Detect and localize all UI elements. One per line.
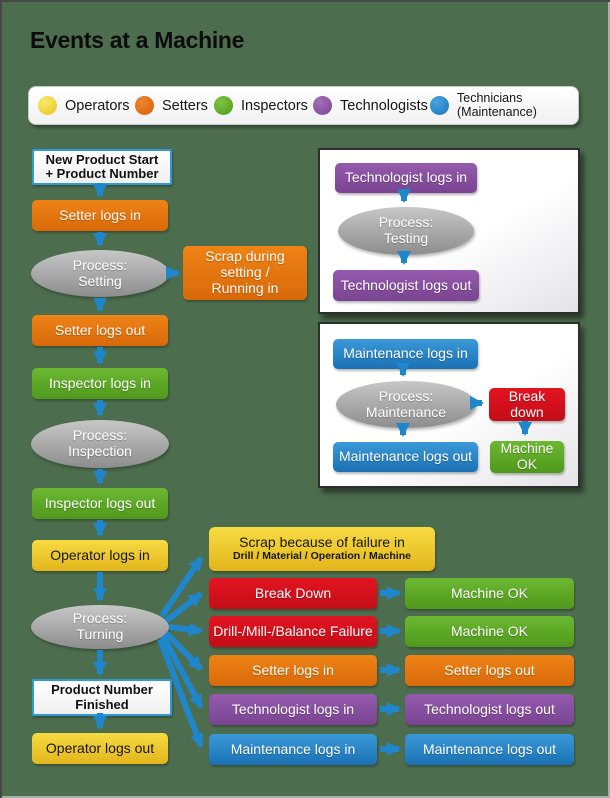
node-setter-logs-in-row: Setter logs in [209,655,377,686]
legend-item-operators: Operators [38,87,129,124]
node-inspector-logs-out: Inspector logs out [32,488,168,519]
node-process-maintenance: Process: Maintenance [336,381,476,428]
technologists-color-dot-icon [313,96,332,115]
node-technologist-logs-out-row: Technologist logs out [405,694,574,725]
node-machine-ok: Machine OK [490,440,564,473]
node-product-number-finished: Product Number Finished [32,679,172,716]
node-maintenance-logs-in: Maintenance logs in [333,339,478,369]
node-break-down: Break down [489,388,565,421]
node-drill-mill-balance-failure: Drill-/Mill-/Balance Failure [209,616,377,647]
node-scrap-during-setting: Scrap during setting / Running in [183,246,307,300]
node-technologist-logs-in: Technologist logs in [335,163,477,193]
legend-label: Technologists [340,97,428,114]
legend-item-technologists: Technologists [313,87,428,124]
scrap-failure-subtitle: Drill / Material / Operation / Machine [233,550,411,563]
node-technologist-logs-out: Technologist logs out [333,270,479,301]
legend-label: Setters [162,97,208,114]
testing-panel: Technologist logs in Process: Testing Te… [318,148,580,314]
node-operator-logs-out: Operator logs out [32,733,168,764]
node-operator-logs-in: Operator logs in [32,540,168,571]
page-title: Events at a Machine [30,27,245,53]
node-process-turning: Process: Turning [31,605,169,649]
node-machine-ok-row2: Machine OK [405,616,574,647]
node-new-product-start: New Product Start + Product Number [32,149,172,185]
technicians-color-dot-icon [430,96,449,115]
node-process-inspection: Process: Inspection [31,420,169,468]
node-process-setting: Process: Setting [31,250,169,297]
node-process-testing: Process: Testing [338,207,474,255]
node-inspector-logs-in: Inspector logs in [32,368,168,399]
maintenance-panel: Maintenance logs in Process: Maintenance… [318,322,580,488]
node-setter-logs-out: Setter logs out [32,315,168,346]
setters-color-dot-icon [135,96,154,115]
node-maintenance-logs-in-row: Maintenance logs in [209,734,377,765]
legend-bar: Operators Setters Inspectors Technologis… [28,86,579,125]
legend-item-technicians: Technicians (Maintenance) [430,87,537,124]
legend-label: Inspectors [241,97,308,114]
node-setter-logs-in: Setter logs in [32,200,168,231]
legend-label: Technicians (Maintenance) [457,91,537,119]
legend-item-setters: Setters [135,87,208,124]
scrap-failure-title: Scrap because of failure in [239,533,405,550]
arrow [168,622,203,637]
inspectors-color-dot-icon [214,96,233,115]
node-maintenance-logs-out: Maintenance logs out [333,442,478,472]
node-maintenance-logs-out-row: Maintenance logs out [405,734,574,765]
node-setter-logs-out-row: Setter logs out [405,655,574,686]
legend-label: Operators [65,97,130,114]
node-scrap-failure: Scrap because of failure in Drill / Mate… [209,527,435,571]
arrow [164,591,203,624]
legend-item-inspectors: Inspectors [214,87,308,124]
arrow [163,630,204,672]
node-machine-ok-row1: Machine OK [405,578,574,609]
node-break-down-row: Break Down [209,578,377,609]
node-technologist-logs-in-row: Technologist logs in [209,694,377,725]
operators-color-dot-icon [38,96,57,115]
